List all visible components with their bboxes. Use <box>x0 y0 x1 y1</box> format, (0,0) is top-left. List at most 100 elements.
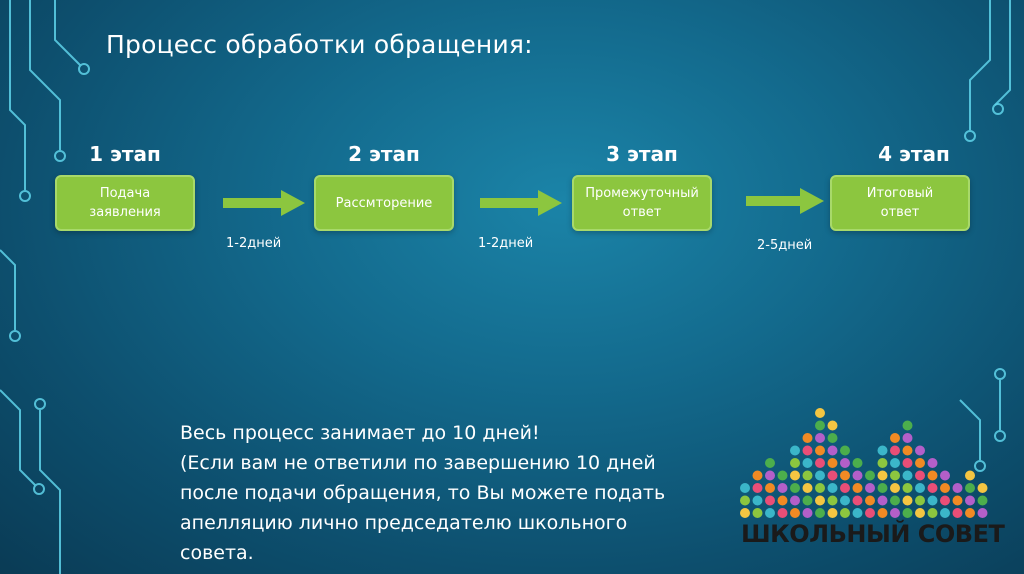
logo-dot <box>915 495 925 506</box>
stage-3-label: 3 этап <box>606 142 678 166</box>
logo-dot <box>915 445 925 456</box>
stage-2-box: Рассмторение <box>314 175 454 231</box>
stage-4-box: Итоговый ответ <box>830 175 970 231</box>
logo-dot <box>827 420 838 431</box>
logo-dot <box>815 433 825 443</box>
logo-dot <box>777 495 788 506</box>
logo-dot <box>902 508 913 518</box>
arrow-1-icon <box>223 190 305 216</box>
logo-dot <box>827 445 838 456</box>
logo-dot <box>915 458 925 468</box>
logo-dot <box>890 433 900 443</box>
logo-dot <box>752 508 763 518</box>
logo-dot <box>877 470 888 481</box>
logo-dot <box>952 508 963 518</box>
logo-dot <box>890 483 900 493</box>
stage-4-label: 4 этап <box>878 142 950 166</box>
logo-dot <box>790 483 800 493</box>
logo-dot <box>902 495 913 506</box>
logo-dot <box>902 420 913 431</box>
logo-dot <box>802 470 813 481</box>
logo-dot <box>840 458 850 468</box>
logo-dot <box>777 483 788 493</box>
logo-dot <box>815 483 825 493</box>
process-note: Весь процесс занимает до 10 дней! (Если … <box>180 422 666 564</box>
logo-dot <box>765 470 775 481</box>
logo-dot <box>890 445 900 456</box>
logo-dot <box>927 458 938 468</box>
stage-2-label: 2 этап <box>348 142 420 166</box>
logo-dot <box>977 483 988 493</box>
page-title: Процесс обработки обращения: <box>106 30 533 59</box>
duration-3: 2-5дней <box>757 238 813 253</box>
logo-dot <box>802 445 813 456</box>
logo-dot <box>840 508 850 518</box>
logo-dot <box>877 483 888 493</box>
logo-dot <box>852 508 863 518</box>
logo-dot <box>865 495 875 506</box>
logo-dot <box>752 470 763 481</box>
logo-dot <box>890 508 900 518</box>
logo-text: ШКОЛЬНЫЙ СОВЕТ <box>741 520 1005 548</box>
logo-dot <box>977 495 988 506</box>
logo-dot <box>877 458 888 468</box>
stage-3-box: Промежуточный ответ <box>572 175 712 231</box>
logo-dot <box>815 445 825 456</box>
logo-dot <box>777 508 788 518</box>
logo-dot <box>865 470 875 481</box>
logo-dot <box>827 433 838 443</box>
logo-dot <box>815 508 825 518</box>
logo-dot <box>915 508 925 518</box>
logo-dot <box>827 458 838 468</box>
logo-dot <box>965 495 975 506</box>
logo-dot <box>802 508 813 518</box>
logo-dot <box>915 483 925 493</box>
logo-dot <box>952 483 963 493</box>
logo-dot <box>827 483 838 493</box>
logo-dot <box>765 508 775 518</box>
logo-dot <box>965 470 975 481</box>
logo-dot <box>815 420 825 431</box>
logo-dot <box>827 508 838 518</box>
logo-dot <box>815 458 825 468</box>
logo-dot <box>790 445 800 456</box>
logo-dot <box>890 495 900 506</box>
logo-dot <box>765 458 775 468</box>
logo-dot <box>840 445 850 456</box>
logo-dot <box>927 495 938 506</box>
logo-dot <box>927 483 938 493</box>
logo-dot <box>940 483 950 493</box>
logo-dot <box>965 483 975 493</box>
logo-dot <box>902 470 913 481</box>
logo-dot <box>877 495 888 506</box>
school-council-logo <box>740 408 988 518</box>
logo-dot <box>902 483 913 493</box>
logo-dot <box>765 495 775 506</box>
logo-dot <box>840 470 850 481</box>
logo-dot <box>790 470 800 481</box>
duration-2: 1-2дней <box>478 236 534 251</box>
logo-dot <box>915 470 925 481</box>
logo-dot <box>752 483 763 493</box>
stage-1-box: Подача заявления <box>55 175 195 231</box>
logo-dot <box>940 495 950 506</box>
logo-dot <box>815 495 825 506</box>
logo-dot <box>827 470 838 481</box>
arrow-3-icon <box>746 188 824 214</box>
logo-dot <box>902 458 913 468</box>
logo-dot <box>840 495 850 506</box>
logo-dot <box>902 433 913 443</box>
duration-1: 1-2дней <box>226 236 282 251</box>
logo-dot <box>902 445 913 456</box>
logo-dot <box>852 495 863 506</box>
logo-dot <box>927 470 938 481</box>
arrow-2-icon <box>480 190 562 216</box>
logo-dot <box>815 408 825 418</box>
logo-dot <box>865 483 875 493</box>
logo-dot <box>802 483 813 493</box>
logo-dot <box>790 508 800 518</box>
logo-dot <box>802 433 813 443</box>
logo-dot <box>940 508 950 518</box>
logo-dot <box>865 508 875 518</box>
logo-dot <box>852 458 863 468</box>
